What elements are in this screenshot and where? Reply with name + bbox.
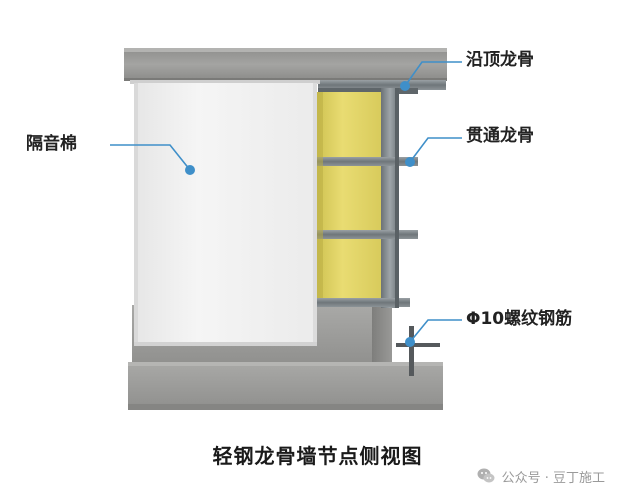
callouts (110, 61, 462, 343)
vertical-stud (381, 88, 399, 308)
top-track (318, 80, 446, 90)
top-track-callout-dot (400, 81, 410, 91)
top-concrete-slab (124, 48, 447, 81)
callout-dots (185, 81, 415, 347)
top-track-label: 沿顶龙骨 (466, 50, 534, 70)
watermark: 公众号 · 豆丁施工 (476, 466, 605, 486)
mineral-wool (317, 92, 381, 298)
diagram-caption: 轻钢龙骨墙节点侧视图 (212, 444, 423, 468)
wool-panel-middle (317, 166, 381, 230)
wool-panel-top (317, 92, 381, 157)
steel-frame (314, 80, 446, 308)
rebar (396, 326, 440, 376)
through-stud-callout-dot (405, 157, 415, 167)
rebar-label: Φ10螺纹钢筋 (466, 309, 573, 329)
insulation-board (130, 80, 320, 346)
through-stud-label: 贯通龙骨 (466, 126, 534, 146)
through-stud-upper (314, 157, 418, 166)
through-stud-lower (314, 230, 418, 239)
bottom-track (314, 298, 410, 307)
wool-panel-bottom (317, 239, 381, 298)
insulation-callout-dot (185, 165, 195, 175)
wechat-icon (477, 468, 495, 483)
rebar-callout-dot (405, 337, 415, 347)
base-concrete (128, 305, 443, 410)
watermark-text: 公众号 · 豆丁施工 (501, 470, 605, 486)
insulation-label: 隔音棉 (26, 134, 77, 154)
